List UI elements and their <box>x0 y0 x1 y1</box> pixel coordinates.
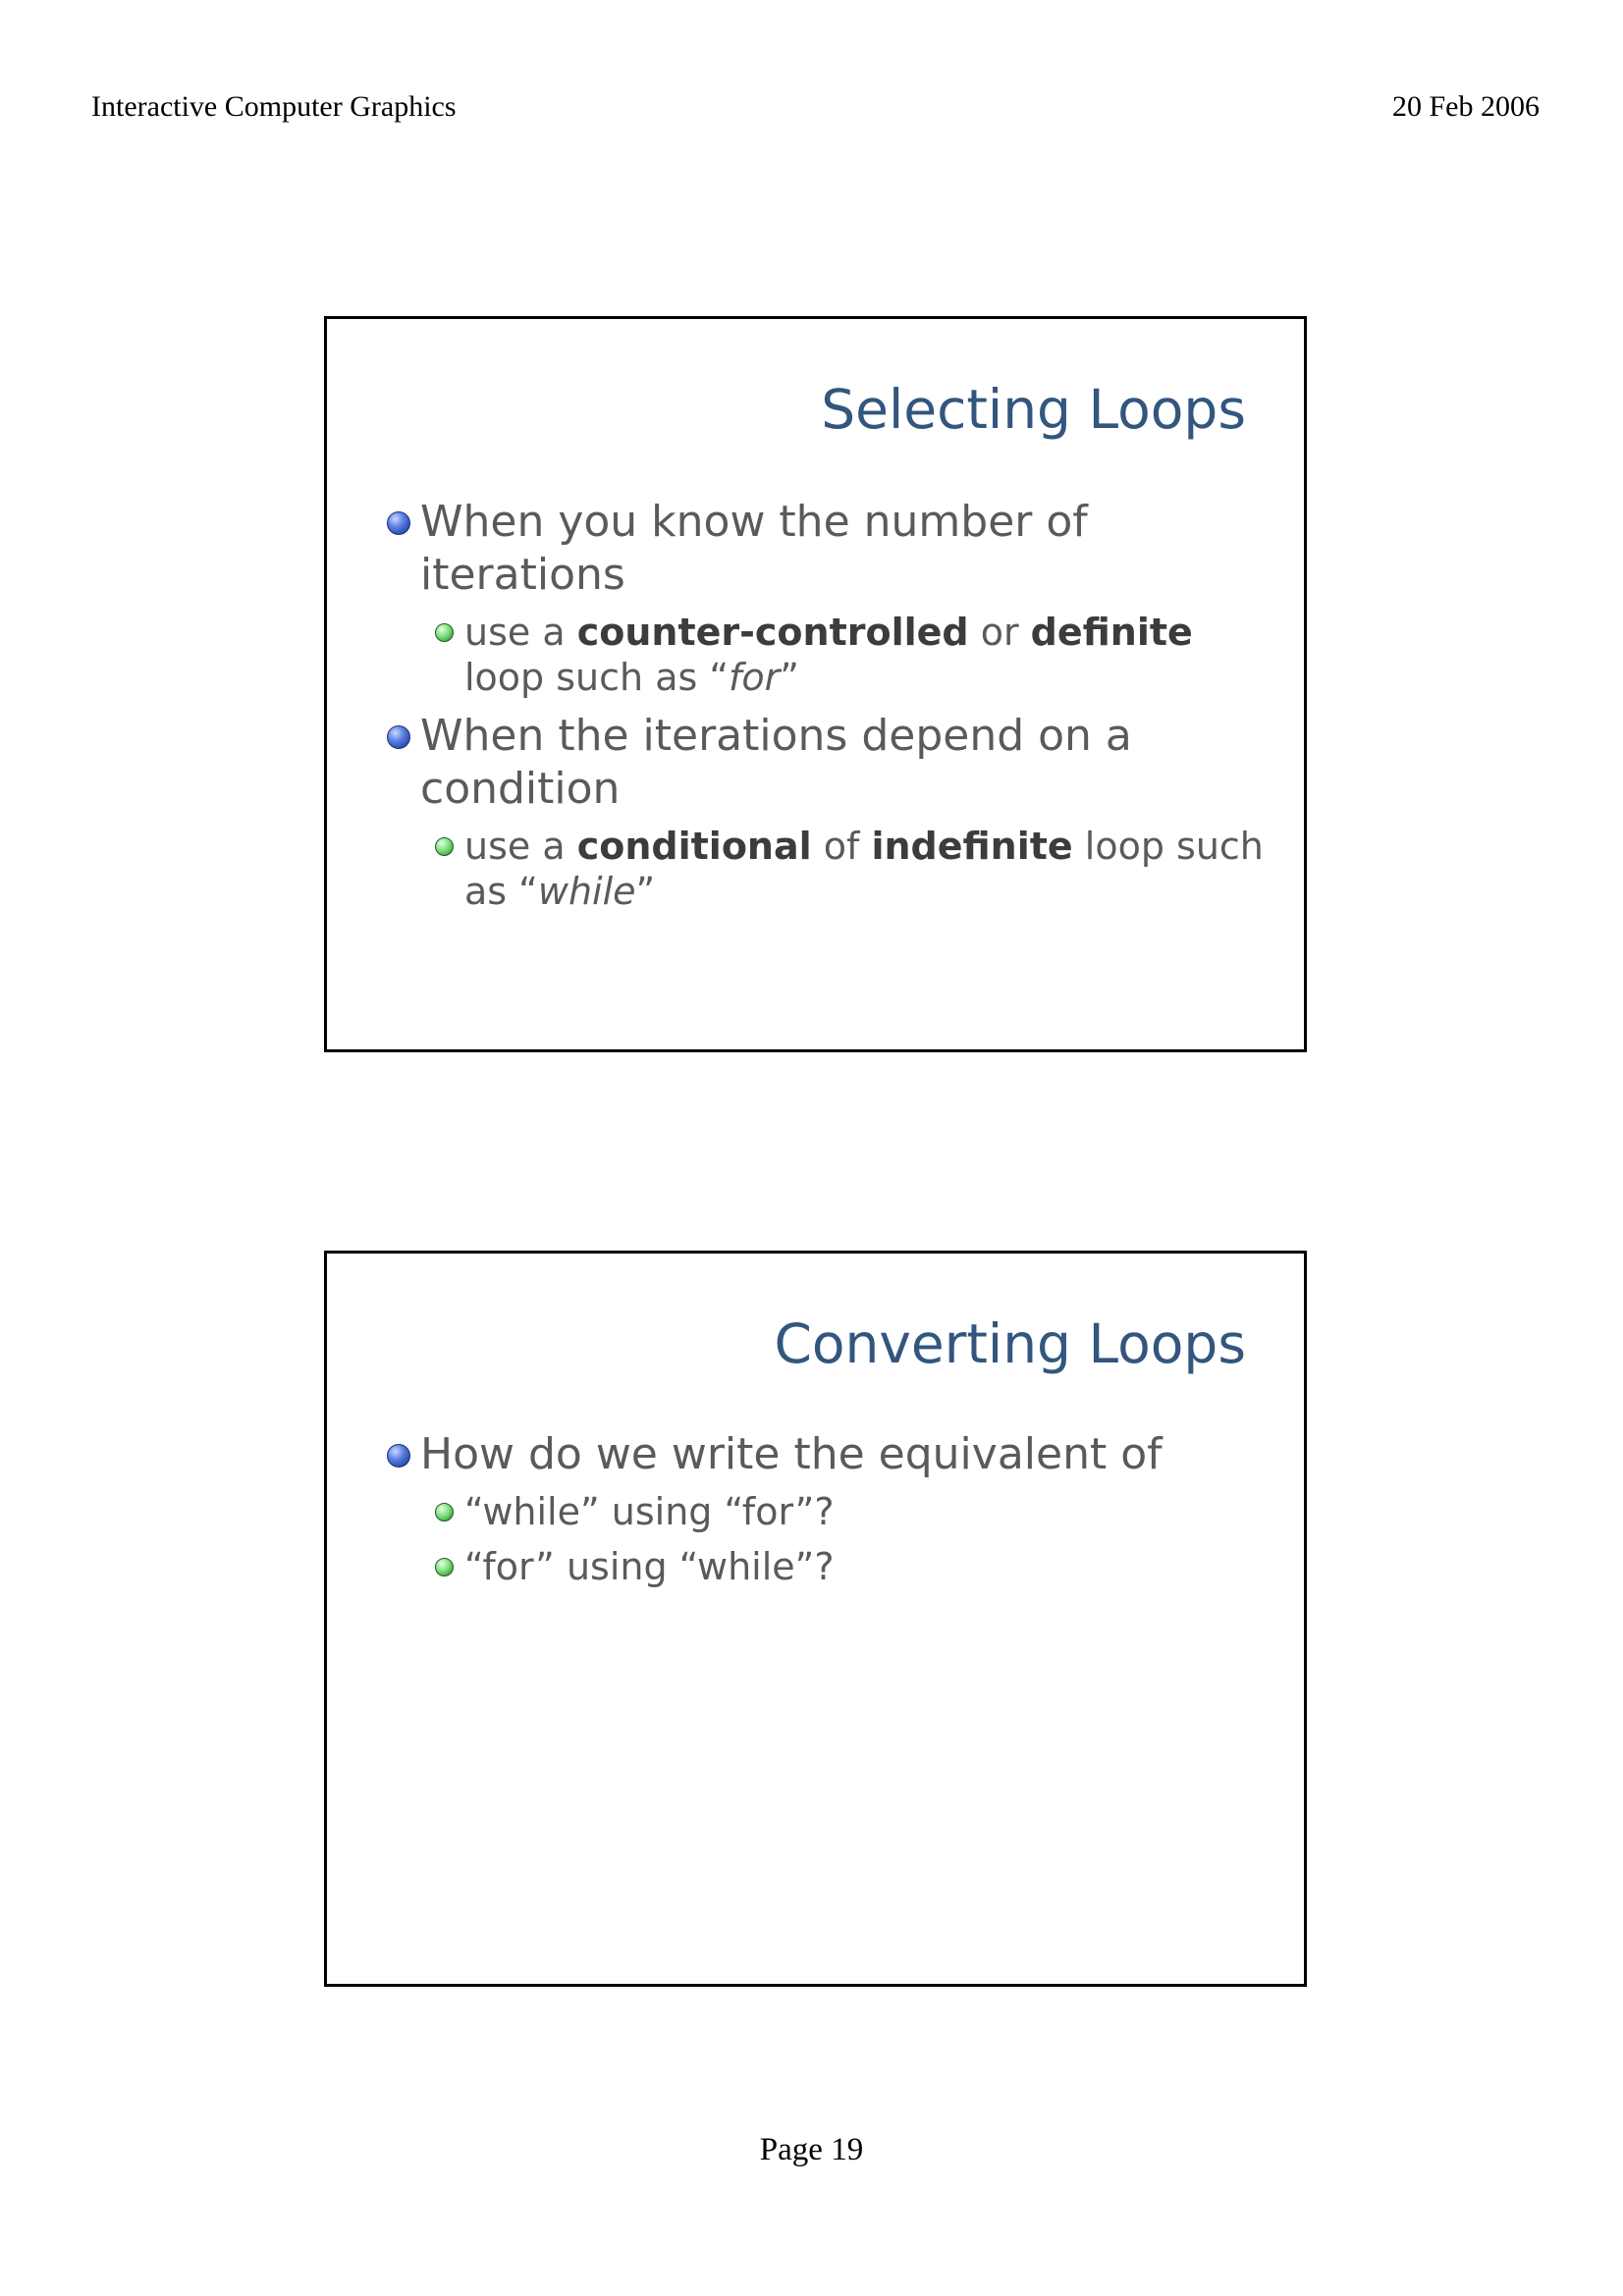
slide-title: Selecting Loops <box>821 378 1246 441</box>
green-bullet-icon <box>435 623 454 642</box>
page-number: Page 19 <box>759 2132 864 2167</box>
bullet-text: When the iterations depend on a conditio… <box>420 711 1132 814</box>
slide-title: Converting Loops <box>774 1312 1246 1375</box>
slide-converting-loops: Converting Loops How do we write the equ… <box>324 1251 1307 1987</box>
slide-selecting-loops: Selecting Loops When you know the number… <box>324 316 1307 1052</box>
slide-content: How do we write the equivalent of “while… <box>381 1428 1265 1599</box>
bullet: How do we write the equivalent of <box>381 1428 1265 1481</box>
green-bullet-icon <box>435 837 454 856</box>
sub-bullet-text: “while” using “for”? <box>464 1490 835 1533</box>
bullet: When the iterations depend on a conditio… <box>381 710 1265 816</box>
sub-bullet: use a counter-controlled or definite loo… <box>381 610 1265 700</box>
green-bullet-icon <box>435 1503 454 1522</box>
sub-bullet-text: use a counter-controlled or definite loo… <box>464 611 1193 699</box>
blue-bullet-icon <box>387 511 410 535</box>
blue-bullet-icon <box>387 725 410 749</box>
sub-bullet-text: use a conditional of indefinite loop suc… <box>464 825 1264 913</box>
header-right: 20 Feb 2006 <box>1392 90 1540 123</box>
slide-content: When you know the number of iterations u… <box>381 496 1265 924</box>
sub-bullet-text: “for” using “while”? <box>464 1545 835 1588</box>
bullet: When you know the number of iterations <box>381 496 1265 602</box>
header-left: Interactive Computer Graphics <box>91 90 457 123</box>
green-bullet-icon <box>435 1558 454 1576</box>
bullet-text: How do we write the equivalent of <box>420 1429 1163 1479</box>
blue-bullet-icon <box>387 1444 410 1468</box>
sub-bullet: “for” using “while”? <box>381 1544 1265 1589</box>
sub-bullet: use a conditional of indefinite loop suc… <box>381 824 1265 914</box>
bullet-text: When you know the number of iterations <box>420 497 1088 600</box>
sub-bullet: “while” using “for”? <box>381 1489 1265 1534</box>
